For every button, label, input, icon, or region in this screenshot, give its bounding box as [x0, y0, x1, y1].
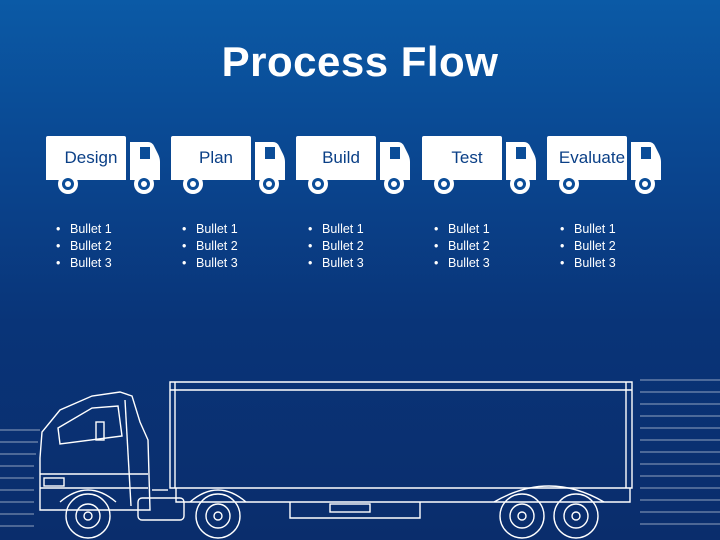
bullet-list: Bullet 1Bullet 2Bullet 3 [56, 221, 174, 272]
bullet-item: Bullet 3 [308, 255, 426, 272]
bullet-item: Bullet 1 [434, 221, 552, 238]
bullet-item: Bullet 3 [560, 255, 678, 272]
stage-plan: Plan [169, 134, 287, 196]
bullet-item: Bullet 2 [434, 238, 552, 255]
bullet-list: Bullet 1Bullet 2Bullet 3 [182, 221, 300, 272]
bullet-item: Bullet 1 [560, 221, 678, 238]
stage-label: Design [64, 148, 118, 167]
stage-test: Test [420, 134, 538, 196]
bullet-item: Bullet 3 [56, 255, 174, 272]
bullet-item: Bullet 1 [182, 221, 300, 238]
bullet-list: Bullet 1Bullet 2Bullet 3 [560, 221, 678, 272]
stage-evaluate: Evaluate [545, 134, 663, 196]
stage-design: Design [44, 134, 162, 196]
bullet-list: Bullet 1Bullet 2Bullet 3 [308, 221, 426, 272]
bullet-item: Bullet 3 [182, 255, 300, 272]
bullet-item: Bullet 2 [560, 238, 678, 255]
bullet-item: Bullet 1 [308, 221, 426, 238]
bullet-item: Bullet 3 [434, 255, 552, 272]
bullet-item: Bullet 2 [182, 238, 300, 255]
stage-label: Evaluate [558, 148, 626, 167]
stage-build: Build [294, 134, 412, 196]
bullet-item: Bullet 2 [308, 238, 426, 255]
bullet-list: Bullet 1Bullet 2Bullet 3 [434, 221, 552, 272]
bullet-item: Bullet 1 [56, 221, 174, 238]
stage-label: Test [451, 148, 483, 167]
stage-label: Plan [198, 148, 234, 167]
bullet-item: Bullet 2 [56, 238, 174, 255]
semi-truck-illustration [0, 379, 720, 539]
slide-title: Process Flow [221, 38, 499, 85]
stage-label: Build [322, 148, 360, 167]
